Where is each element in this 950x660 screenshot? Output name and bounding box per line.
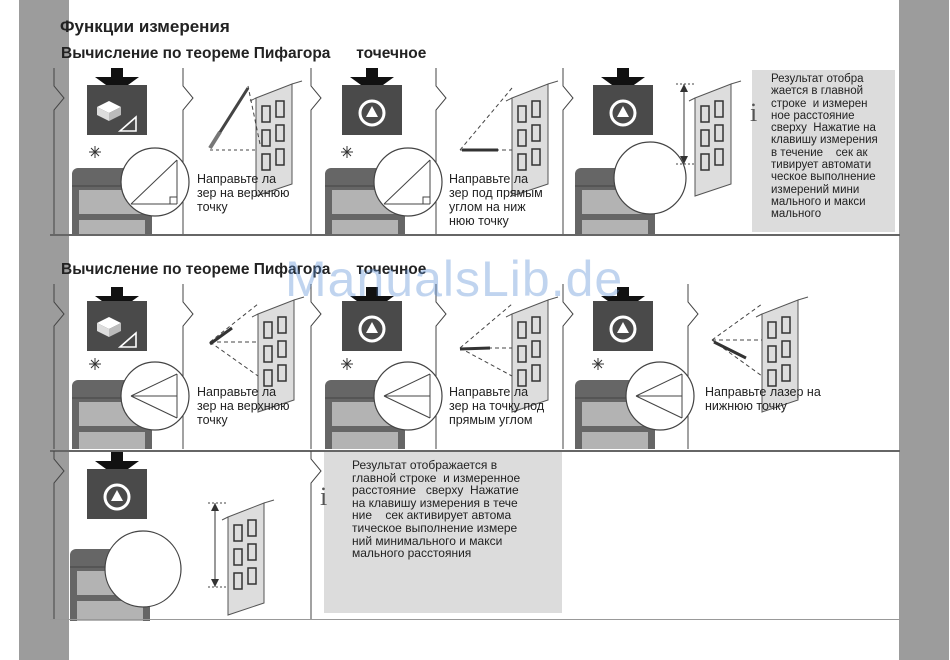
section1-info-text: Результат отобра жается в главной строке… (771, 73, 878, 221)
section2-step1-text: Направьте ла зер на верхнюю точку (197, 385, 290, 427)
section3-info-text: Результат отображается в главной строке … (352, 458, 521, 561)
section-divider (50, 234, 900, 236)
section2-title: Вычисление по теореме Пифагора точечное (61, 261, 427, 278)
section1-step2-text: Направьте ла зер под прямым углом на ниж… (449, 172, 543, 228)
watermark: ManualsLib.de (285, 251, 624, 307)
section1-step1-text: Направьте ла зер на верхнюю точку (197, 172, 290, 214)
right-margin-bar (899, 0, 949, 660)
page-title: Функции измерения (60, 17, 230, 36)
section1-info-box (752, 70, 895, 232)
section2-diagram (53, 284, 809, 449)
section3-diagram (53, 451, 322, 621)
section1-title: Вычисление по теореме Пифагора точечное (61, 45, 427, 62)
left-margin-bar (19, 0, 69, 660)
section2-step3-text: Направьте лазер на нижнюю точку (705, 385, 821, 413)
info-icon: i (320, 482, 328, 511)
section1-diagram (53, 68, 742, 236)
section-divider (50, 450, 900, 452)
section2-step2-text: Направьте ла зер на точку под прямым угл… (449, 385, 545, 427)
page-bottom-rule (50, 619, 900, 620)
info-icon: i (750, 98, 758, 127)
section3-info-box (324, 452, 562, 613)
